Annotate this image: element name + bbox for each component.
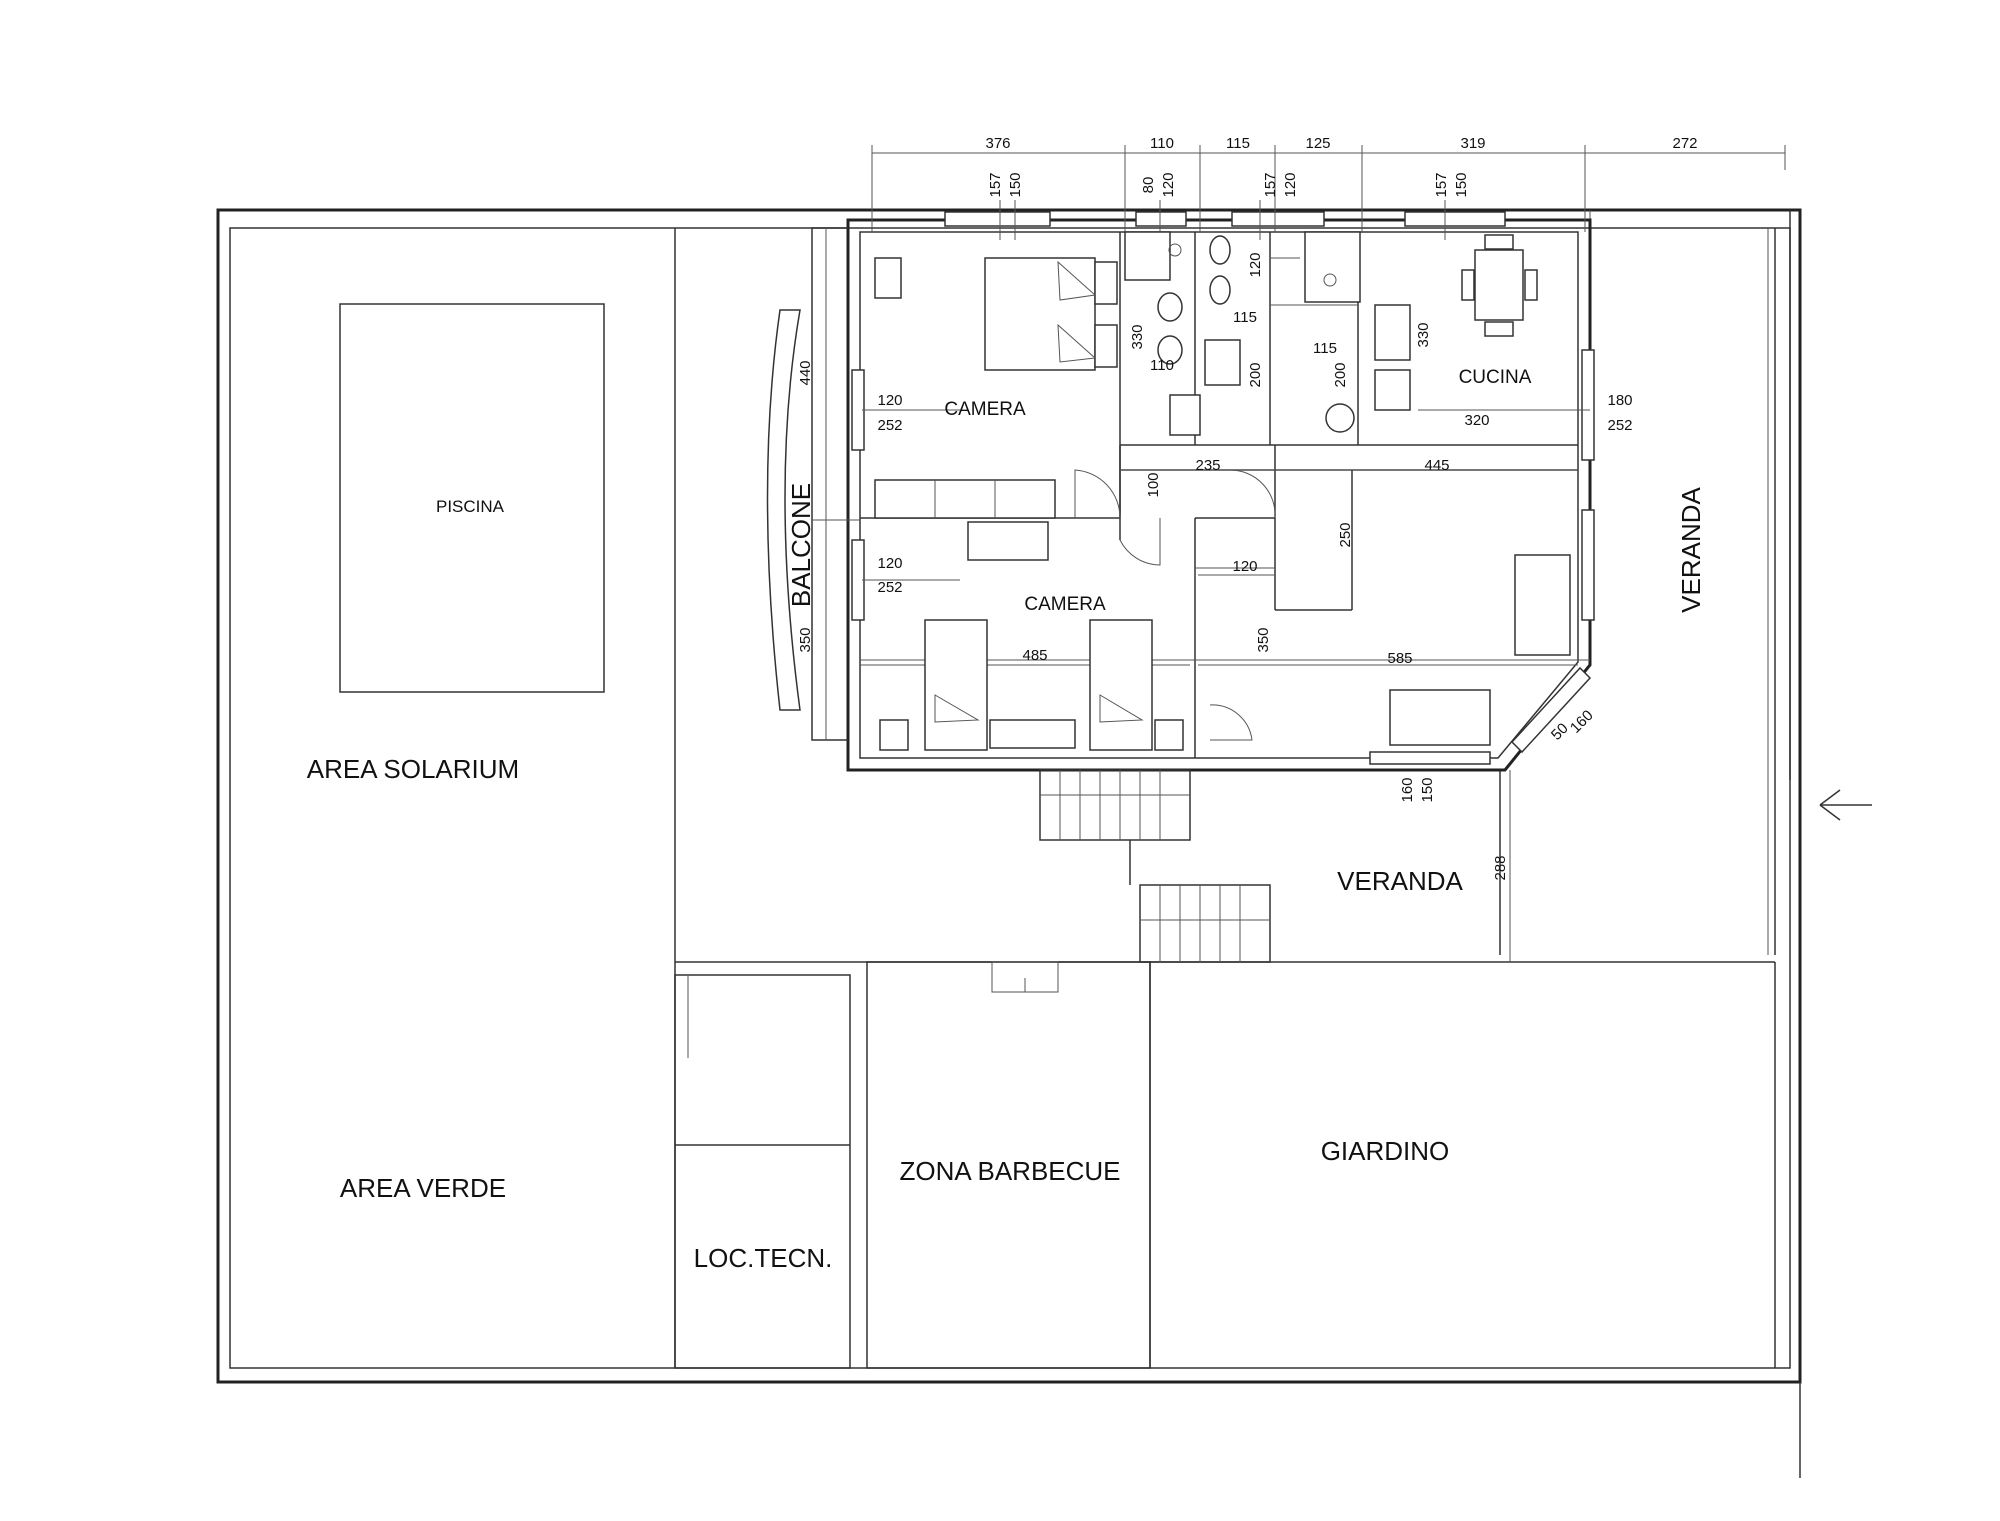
dim-living-585: 585 [1387,650,1412,667]
cucina-label: CUCINA [1459,367,1532,388]
camera-1-label: CAMERA [944,399,1026,420]
balcone-label: BALCONE [786,483,816,607]
dim-win4-b: 150 [1453,172,1470,197]
dim-top-376: 376 [985,135,1010,152]
dim-win1-b: 150 [1007,172,1024,197]
dim-bottom-win-a: 160 [1399,777,1416,802]
windows [851,211,1595,765]
dim-top-115: 115 [1226,135,1250,152]
wardrobe-1 [874,479,1056,519]
dim-top-319: 319 [1460,135,1485,152]
dim-win2-a: 80 [1140,177,1157,194]
dim-cam1-win-a: 120 [877,392,902,409]
twin-beds [924,619,1153,751]
kitchen-fixtures [1374,234,1538,411]
dim-bath-200-b: 200 [1332,362,1349,387]
desk [967,521,1049,561]
dim-win2-b: 120 [1160,172,1177,197]
dim-win3-a: 157 [1262,172,1279,197]
dim-hall-350: 350 [1255,627,1272,652]
dim-top-272: 272 [1672,135,1697,152]
veranda-right-label: VERANDA [1676,486,1706,612]
dim-bath-120: 120 [1247,252,1264,277]
loc-tecn-label: LOC.TECN. [694,1243,833,1273]
camera-2-label: CAMERA [1024,594,1106,615]
wardrobe-2 [874,257,1184,751]
dim-hall-100: 100 [1145,472,1162,497]
dim-balcone-440: 440 [797,360,814,385]
dim-balcone-350: 350 [797,627,814,652]
pool [339,303,605,693]
dim-bath-330: 330 [1129,324,1146,349]
top-dimension-line [871,145,1786,232]
dim-top-110: 110 [1150,135,1174,152]
balcony [766,227,860,741]
dim-kitchen-330: 330 [1415,322,1432,347]
zona-barbecue-label: ZONA BARBECUE [899,1156,1120,1186]
bathroom-fixtures [1124,231,1361,436]
giardino-label: GIARDINO [1321,1136,1450,1166]
stairs-lower [1129,840,1271,963]
area-solarium-label: AREA SOLARIUM [307,754,519,784]
dim-bath-110: 110 [1150,357,1174,374]
dim-cam1-win-b: 252 [877,417,902,434]
entrance-arrow-icon [1819,789,1872,821]
dim-living-445: 445 [1424,457,1449,474]
loc-tecn-zone [674,974,851,1369]
dim-cam2-485: 485 [1022,647,1047,664]
dim-cam2-win-b: 252 [877,579,902,596]
dim-bath-200-a: 200 [1247,362,1264,387]
dim-kitchen-win-a: 180 [1607,392,1632,409]
area-verde-label: AREA VERDE [340,1173,506,1203]
dim-kitchen-win-b: 252 [1607,417,1632,434]
double-bed [984,257,1118,371]
dim-win4-a: 157 [1433,172,1450,197]
dim-top-125: 125 [1305,135,1330,152]
veranda-bottom-label: VERANDA [1337,866,1463,896]
dim-bath-115-a: 115 [1233,309,1257,326]
stairs-upper [1039,769,1191,841]
sofa [1389,554,1571,746]
dim-cam2-win-a: 120 [877,555,902,572]
doors [1074,469,1276,741]
dim-bottom-win-b: 150 [1419,777,1436,802]
dim-win3-b: 120 [1282,172,1299,197]
dim-bath-115-b: 115 [1313,340,1337,357]
dimension-labels: 376 110 115 125 319 272 157 150 80 120 1… [797,135,1698,881]
dim-hall-120: 120 [1232,558,1257,575]
dim-kitchen-320: 320 [1464,412,1489,429]
dim-hall-235: 235 [1195,457,1220,474]
dim-win1-a: 157 [987,172,1004,197]
dim-veranda-288: 288 [1492,855,1509,880]
dim-living-250: 250 [1337,522,1354,547]
piscina-label: PISCINA [436,497,505,516]
